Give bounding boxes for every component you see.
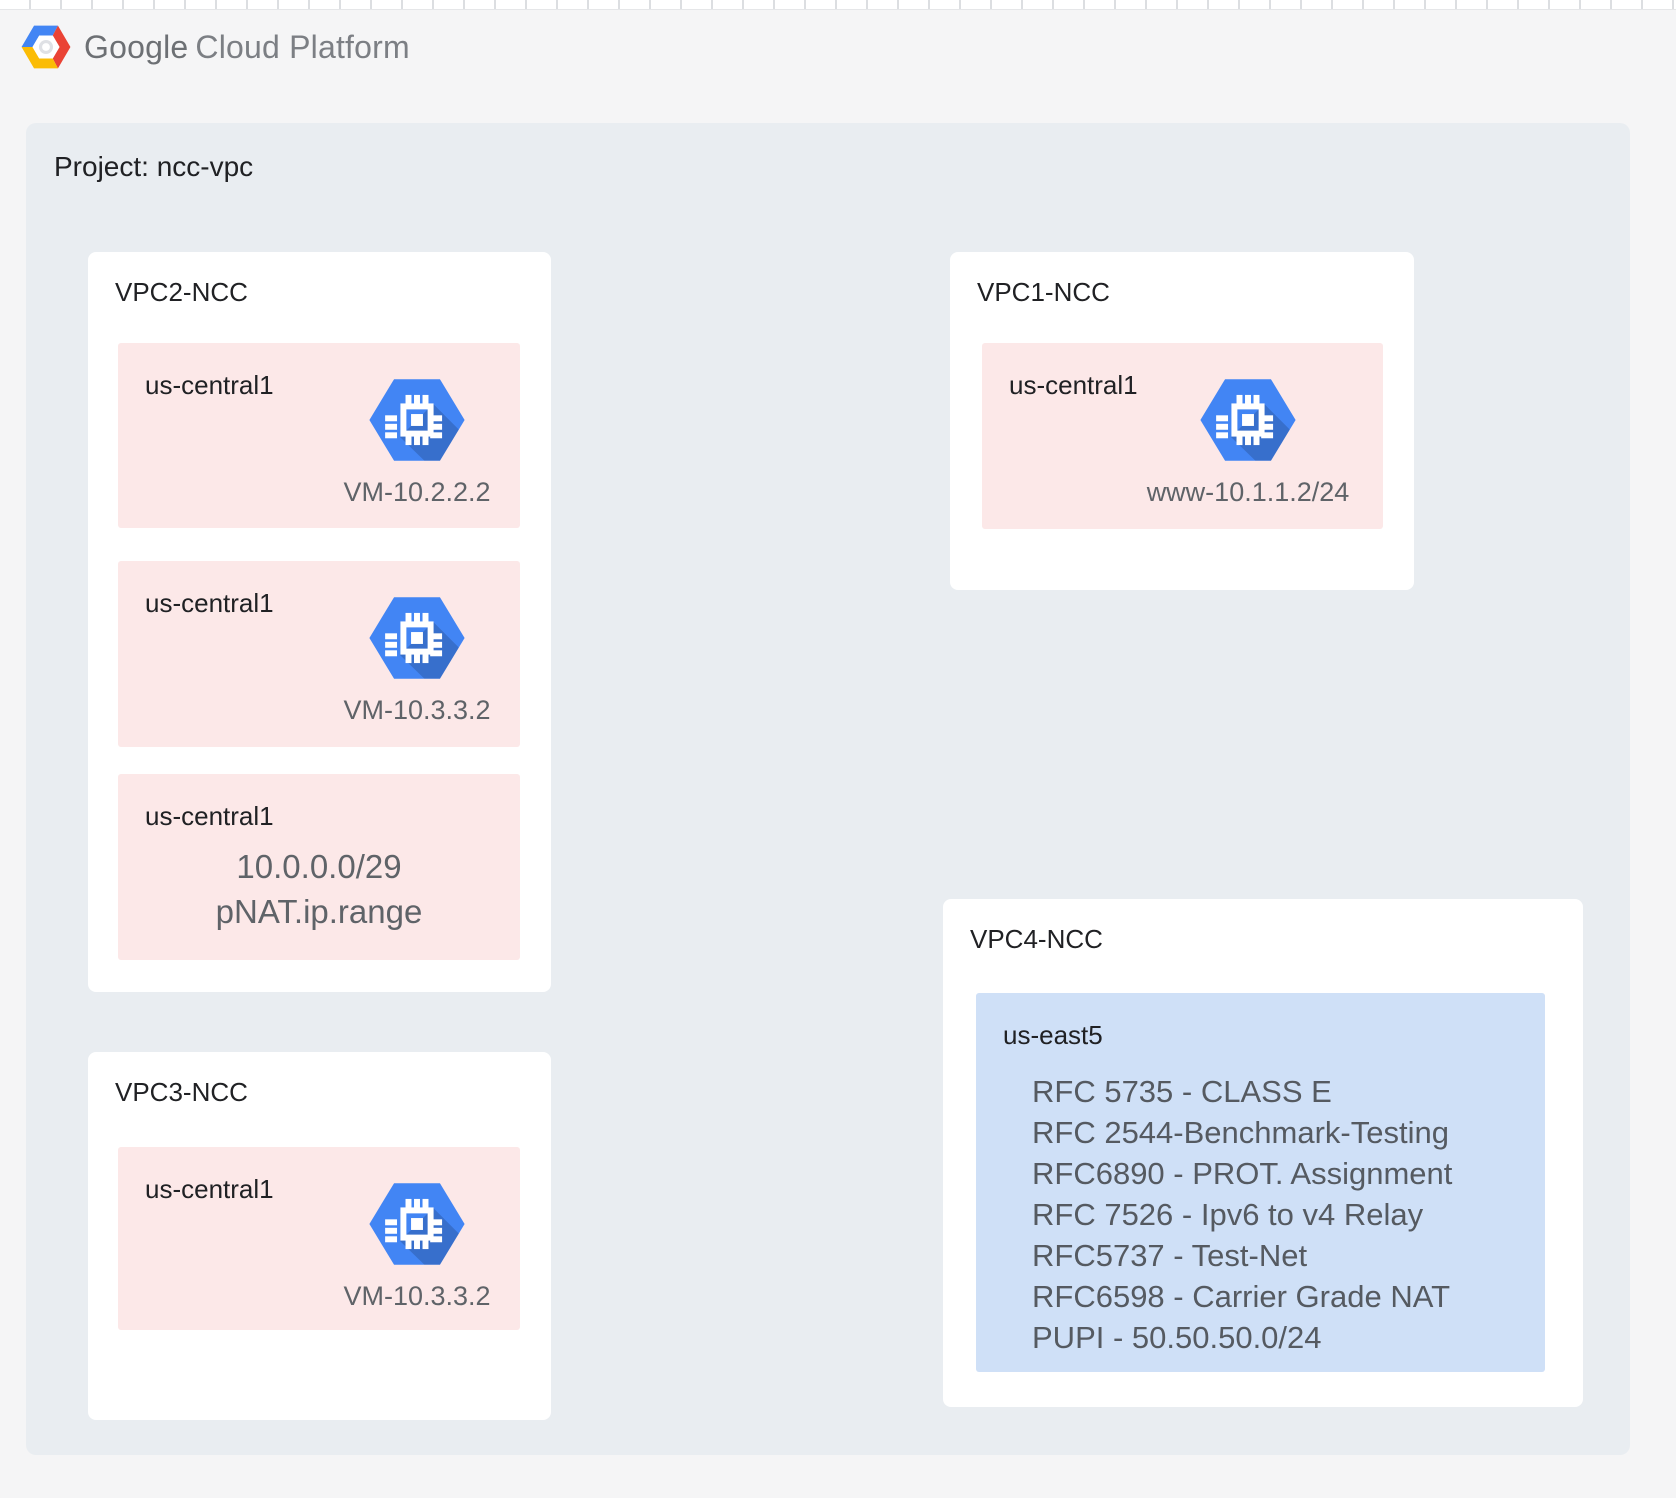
vpc-title: VPC3-NCC	[115, 1077, 248, 1107]
vpc-title: VPC2-NCC	[115, 277, 248, 307]
compute-engine-icon	[1197, 373, 1299, 467]
ip-range-line: pNAT.ip.range	[215, 893, 423, 930]
vpc-title: VPC4-NCC	[970, 924, 1103, 954]
subnet-box: us-east5 RFC 5735 - CLASS E RFC 2544-Ben…	[976, 993, 1545, 1372]
project-container: Project: ncc-vpc VPC2-NCC us-central1 VM…	[26, 123, 1630, 1455]
vpc2-ncc-card: VPC2-NCC us-central1 VM-10.2.2.2 us-cent…	[88, 252, 551, 992]
compute-engine-icon	[366, 1177, 468, 1271]
subnet-box: us-central1 10.0.0.0/29 pNAT.ip.range	[118, 774, 520, 960]
region-label: us-central1	[1009, 370, 1138, 400]
subnet-box: us-central1 VM-10.2.2.2	[118, 343, 520, 528]
region-label: us-east5	[1003, 1020, 1103, 1050]
vm-label: www-10.1.1.2/24	[1146, 477, 1350, 507]
logo-suffix: Cloud Platform	[195, 28, 410, 65]
vpc1-ncc-card: VPC1-NCC us-central1 www-10.1.1.2/24	[950, 252, 1414, 590]
subnet-box: us-central1 VM-10.3.3.2	[118, 1147, 520, 1330]
rfc-range-list: RFC 5735 - CLASS E RFC 2544-Benchmark-Te…	[1032, 1071, 1452, 1358]
spreadsheet-grid-strip	[0, 0, 1676, 10]
gcp-hexagon-icon	[21, 25, 71, 69]
vm-label: VM-10.2.2.2	[343, 477, 491, 507]
vpc3-ncc-card: VPC3-NCC us-central1 VM-10.3.3.2	[88, 1052, 551, 1420]
ip-range-text: 10.0.0.0/29 pNAT.ip.range	[118, 844, 520, 934]
rfc-range-line: RFC 2544-Benchmark-Testing	[1032, 1115, 1449, 1150]
rfc-range-line: RFC 7526 - Ipv6 to v4 Relay	[1032, 1197, 1424, 1232]
project-label: Project: ncc-vpc	[54, 151, 254, 182]
ip-range-line: 10.0.0.0/29	[236, 848, 402, 885]
vm-label: VM-10.3.3.2	[343, 695, 491, 725]
rfc-range-line: RFC5737 - Test-Net	[1032, 1238, 1308, 1273]
region-label: us-central1	[145, 801, 274, 831]
compute-engine-icon	[366, 591, 468, 685]
rfc-range-line: PUPI - 50.50.50.0/24	[1032, 1320, 1322, 1355]
compute-engine-icon	[366, 373, 468, 467]
vpc-title: VPC1-NCC	[977, 277, 1110, 307]
subnet-box: us-central1 VM-10.3.3.2	[118, 561, 520, 747]
rfc-range-line: RFC6598 - Carrier Grade NAT	[1032, 1279, 1451, 1314]
region-label: us-central1	[145, 370, 274, 400]
rfc-range-line: RFC6890 - PROT. Assignment	[1032, 1156, 1453, 1191]
rfc-range-line: RFC 5735 - CLASS E	[1032, 1074, 1332, 1109]
vm-label: VM-10.3.3.2	[343, 1281, 491, 1311]
subnet-box: us-central1 www-10.1.1.2/24	[982, 343, 1383, 529]
region-label: us-central1	[145, 588, 274, 618]
region-label: us-central1	[145, 1174, 274, 1204]
vpc4-ncc-card: VPC4-NCC us-east5 RFC 5735 - CLASS E RFC…	[943, 899, 1583, 1407]
logo-brand: Google	[84, 28, 189, 65]
